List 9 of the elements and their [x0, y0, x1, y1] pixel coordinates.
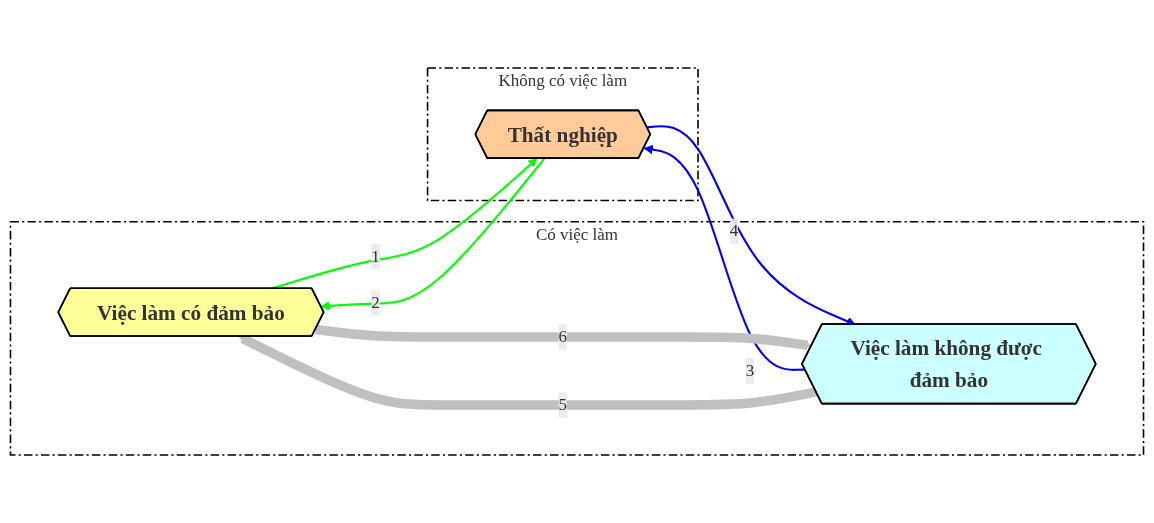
edge-label: 1 [371, 246, 380, 265]
arrow [320, 157, 546, 311]
arrow [643, 144, 806, 371]
edge-label: 5 [558, 395, 568, 414]
edge-label: 3 [745, 361, 755, 380]
edge-label: 4 [729, 221, 739, 240]
arrow [647, 125, 856, 326]
edge-label: 6 [558, 327, 568, 346]
edge-label: 2 [371, 293, 380, 312]
